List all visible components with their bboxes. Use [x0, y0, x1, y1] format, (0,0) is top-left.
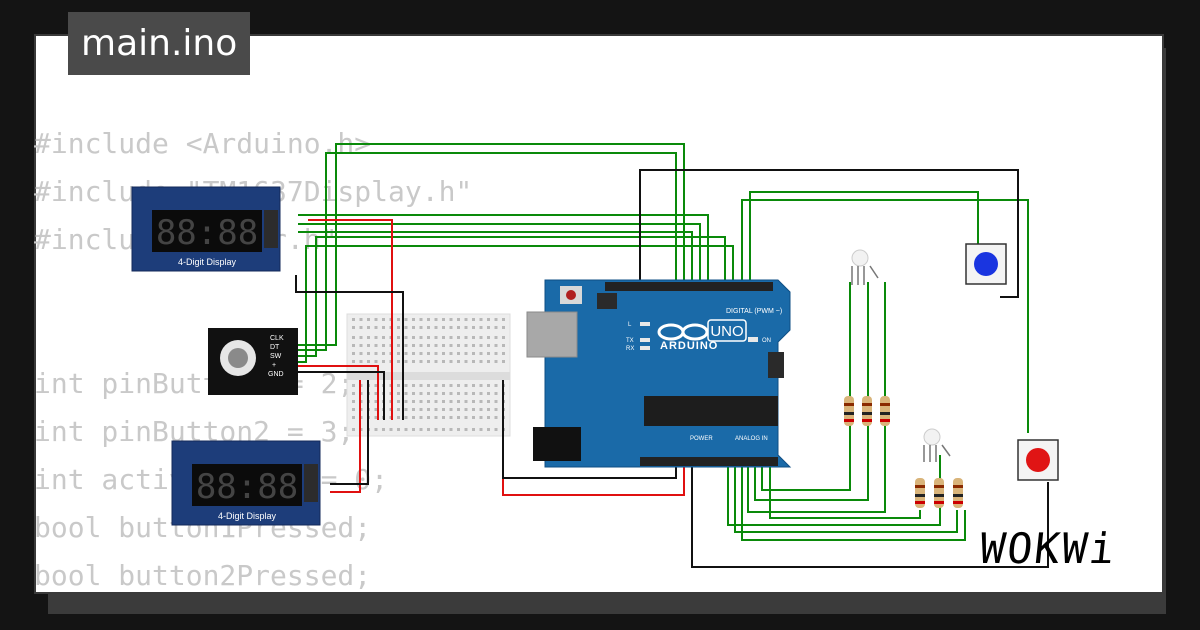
rgb-led-1[interactable]: [851, 249, 879, 285]
arduino-logo-text: ARDUINO: [660, 340, 718, 352]
encoder-pin-label: CLK: [270, 335, 284, 342]
pushbutton-red[interactable]: [1017, 439, 1059, 481]
encoder-pin-label: GND: [268, 371, 284, 378]
resistors: [844, 396, 963, 508]
usb-port: [526, 311, 578, 358]
reset-button[interactable]: [566, 290, 576, 300]
display-digits: 88:88: [196, 467, 298, 507]
arduino-uno-board[interactable]: DIGITAL (PWM ~) ARDUINO UNO ON L TX RX P…: [526, 279, 792, 468]
l-led-label: L: [628, 322, 632, 328]
atmega-chip: [644, 396, 778, 426]
display-caption: 4-Digit Display: [218, 511, 277, 521]
on-led-label: ON: [762, 338, 771, 344]
encoder-pin-label: DT: [270, 344, 280, 351]
encoder-pin-label: SW: [270, 353, 282, 360]
digital-header: [605, 282, 773, 291]
resistor[interactable]: [862, 396, 872, 426]
code-line: bool button2Pressed;: [34, 559, 372, 592]
digital-label: DIGITAL (PWM ~): [726, 308, 782, 315]
resistor[interactable]: [880, 396, 890, 426]
tx-led-label: TX: [626, 338, 634, 344]
resistor[interactable]: [953, 478, 963, 508]
power-label: POWER: [690, 436, 713, 442]
encoder-pin-label: +: [272, 362, 276, 369]
rx-led-label: RX: [626, 346, 634, 352]
button-cap-red-icon: [1026, 448, 1050, 472]
resistor[interactable]: [934, 478, 944, 508]
code-line: bool button1Pressed;: [34, 511, 372, 544]
pushbutton-blue[interactable]: [965, 243, 1007, 285]
rgb-led-2[interactable]: [923, 428, 951, 462]
power-analog-header: [640, 457, 778, 466]
analog-label: ANALOG IN: [735, 436, 768, 442]
display-digits: 88:88: [156, 213, 258, 253]
seven-segment-display-top[interactable]: 88:88 4-Digit Display: [131, 186, 281, 272]
rotary-encoder[interactable]: CLK DT SW + GND: [208, 328, 298, 395]
resistor[interactable]: [844, 396, 854, 426]
button-cap-blue-icon: [974, 252, 998, 276]
breadboard[interactable]: [346, 313, 511, 437]
board-model: UNO: [710, 323, 743, 340]
seven-segment-display-bottom[interactable]: 88:88 4-Digit Display: [171, 440, 321, 526]
wires-black: [295, 169, 1049, 568]
power-jack: [533, 427, 581, 461]
wokwi-logo: WOKWi: [977, 524, 1120, 573]
resistor[interactable]: [915, 478, 925, 508]
display-caption: 4-Digit Display: [178, 257, 237, 267]
file-tab[interactable]: main.ino: [68, 12, 251, 75]
